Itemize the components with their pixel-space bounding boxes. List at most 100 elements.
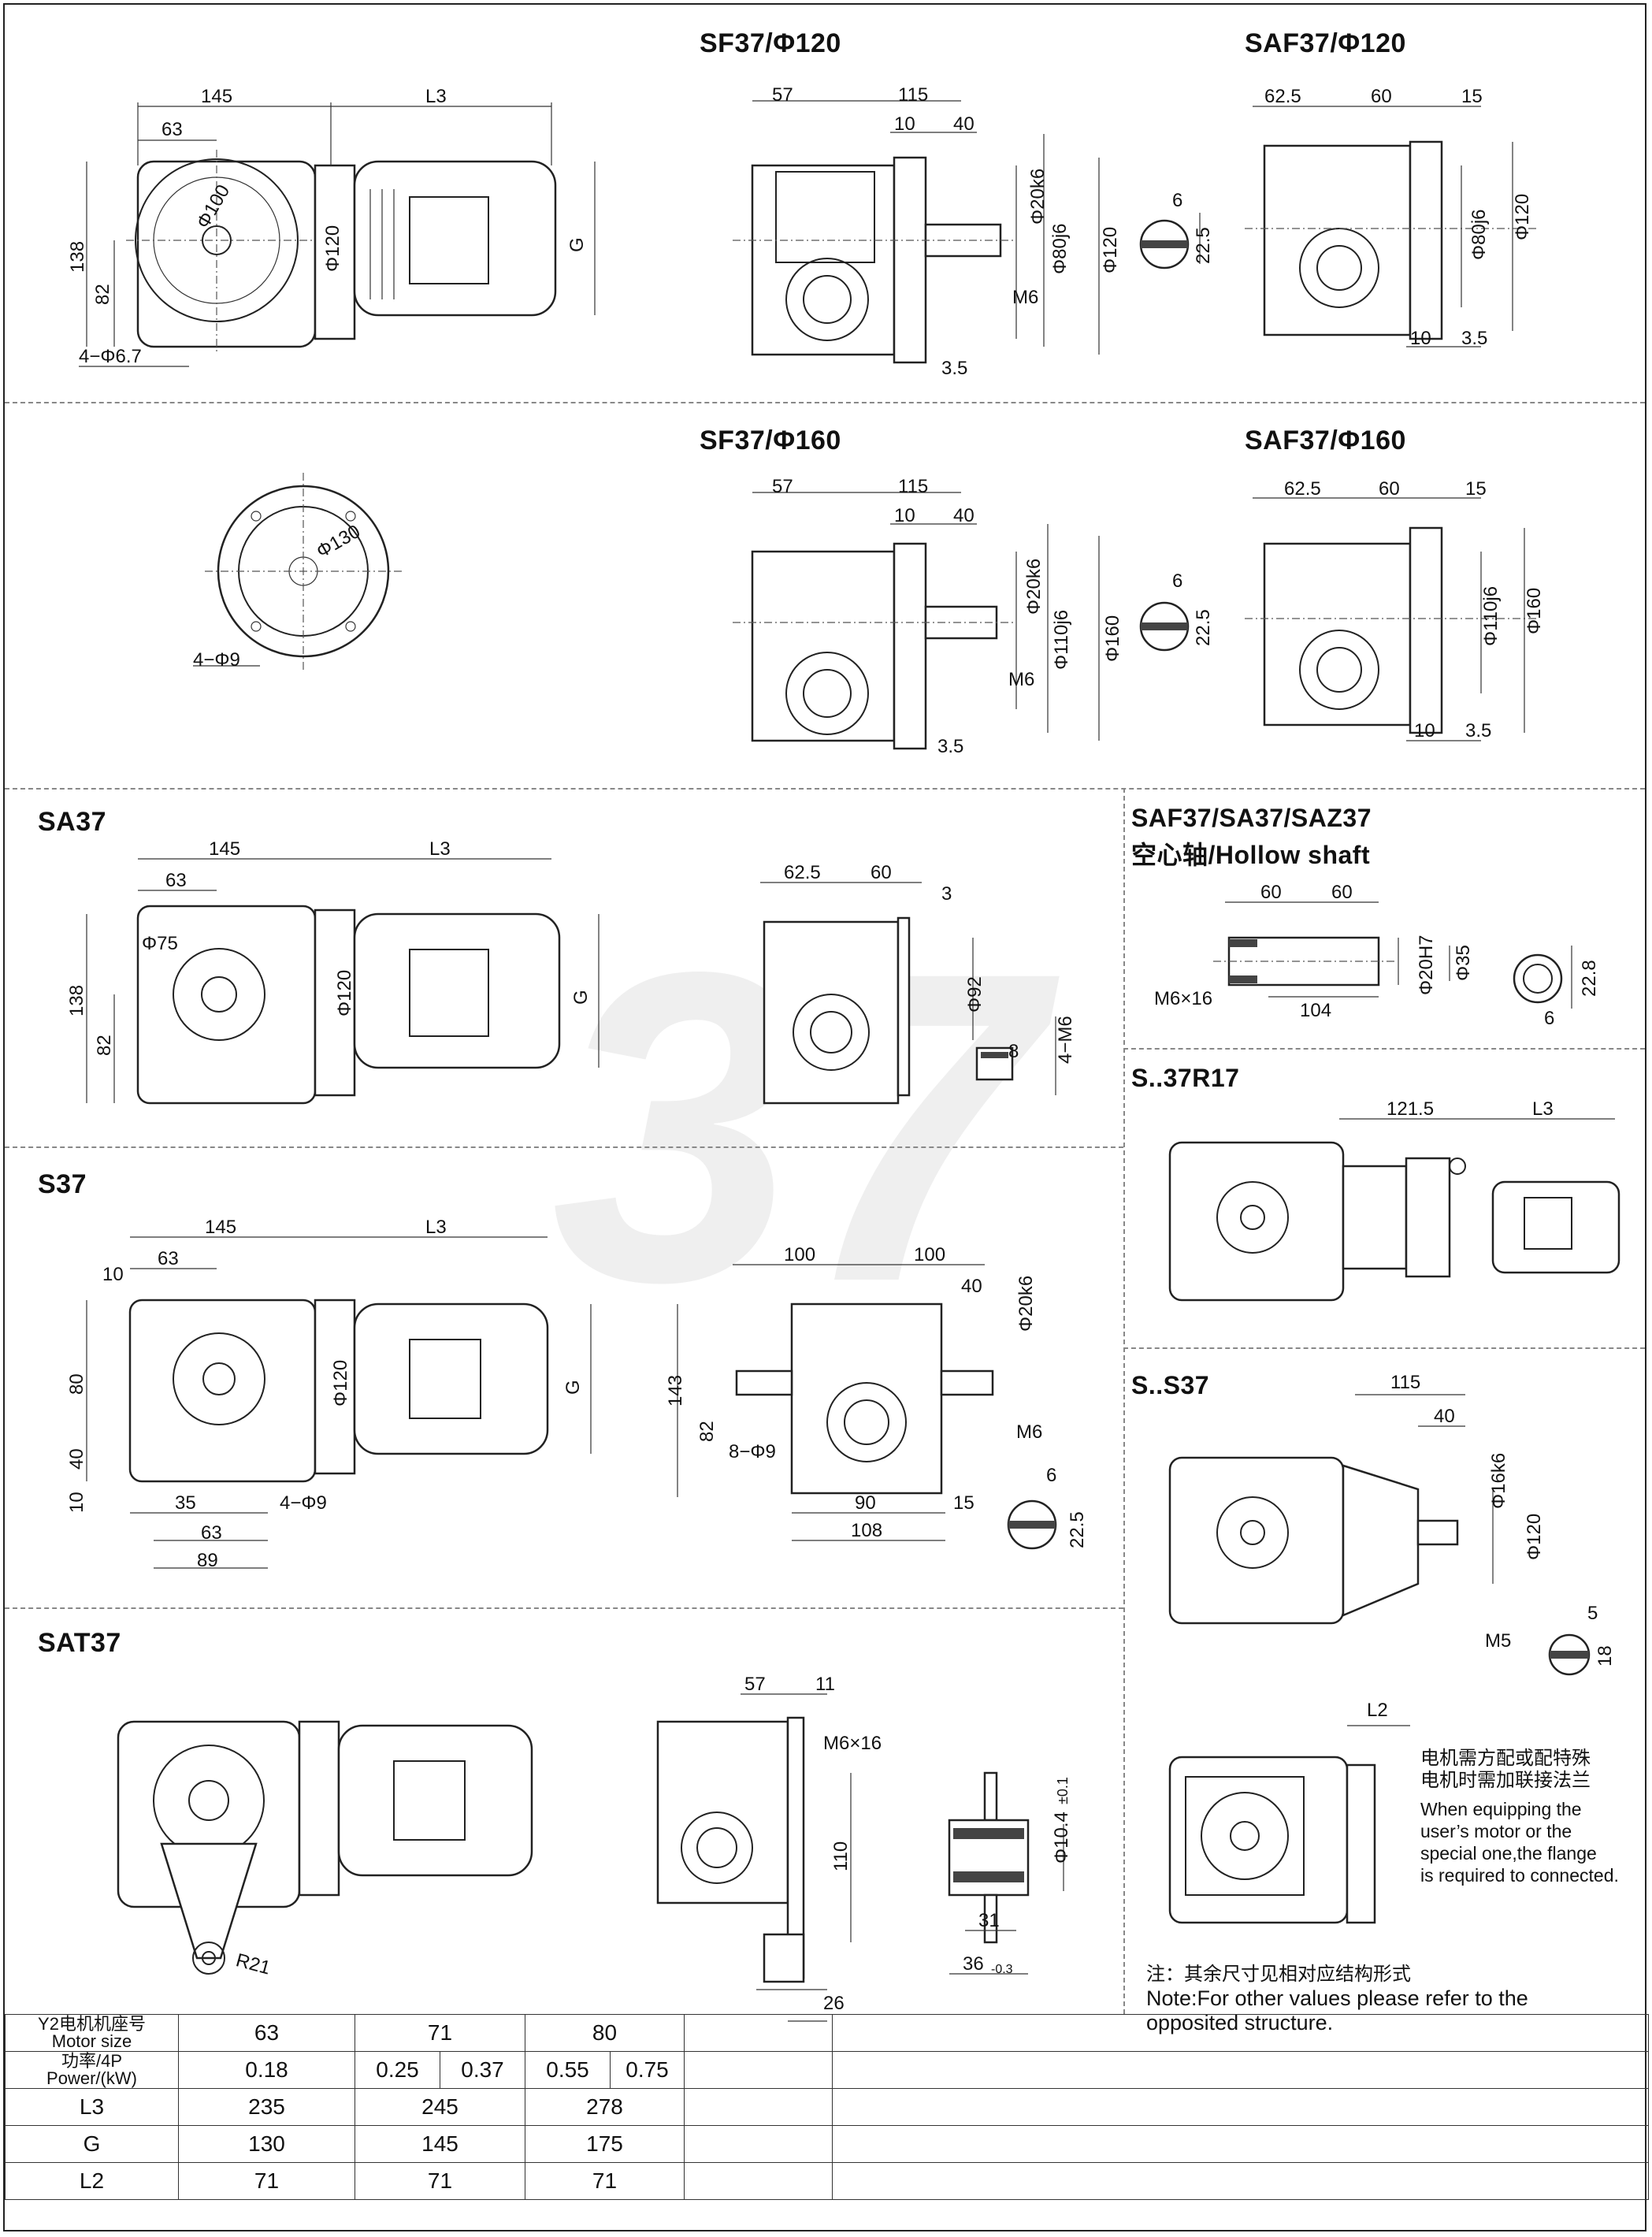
dim-phi35: Φ35 [1453,945,1474,981]
title-hollow-2: 空心轴/Hollow shaft [1131,841,1371,869]
sf160-view [733,492,1190,750]
dim-5: 5 [1587,1603,1598,1624]
dim-phi160: Φ160 [1102,615,1123,662]
dim-m6b: M6 [1008,669,1034,690]
dim-57c: 57 [744,1674,766,1695]
flange160-view [193,473,402,670]
table-row-size: Y2电机机座号 Motor size 63 71 80 [5,2014,1649,2052]
dim-phi75: Φ75 [142,933,178,954]
dim-40e: 40 [1434,1406,1455,1427]
hollow-labels: 60 60 M6×16 104 Φ20H7 Φ35 22.8 6 [1154,882,1600,1029]
title-ss37: S..S37 [1131,1371,1210,1399]
title-s37: S37 [38,1169,87,1199]
dim-10c: 10 [894,505,915,526]
empty-cell [832,2051,1649,2089]
empty-cell [684,2162,833,2200]
dim-m6x16: M6×16 [1154,988,1212,1009]
motor-note-en-3: special one,the flange [1420,1843,1597,1864]
dim-phi80j6: Φ80j6 [1049,223,1071,274]
l3-80: 278 [525,2088,685,2126]
saf160-labels: 62.5 60 15 Φ110j6 Φ160 10 3.5 [1284,478,1545,741]
dim-phi20k6b: Φ20k6 [1023,559,1045,615]
motor-note-en-2: user’s motor or the [1420,1821,1572,1841]
motor-note-en-1: When equipping the [1420,1799,1582,1819]
dim-31: 31 [978,1910,1000,1931]
dim-35: 35 [175,1492,196,1514]
dim-110: 110 [830,1841,852,1871]
dim-62.5b: 62.5 [1284,478,1321,500]
dim-4-phi9: 4−Φ9 [193,649,240,671]
dim-90: 90 [855,1492,876,1514]
power-0.55: 0.55 [525,2051,611,2089]
dim-4-phi6.7: 4−Φ6.7 [79,346,142,367]
separator-2 [5,788,1645,790]
dim-22.5b: 22.5 [1193,609,1214,646]
empty-cell [832,2088,1649,2126]
dim-82c: 82 [696,1421,718,1442]
dim-10f: 10 [66,1492,87,1513]
dim-80: 80 [66,1373,87,1395]
title-s37r17: S..37R17 [1131,1064,1240,1092]
dim-22.5c: 22.5 [1067,1511,1088,1548]
table-row-l3: L3 235 245 278 [5,2088,1649,2126]
dim-145b: 145 [209,838,240,860]
dim-phi120: Φ120 [322,225,343,272]
saf160-view [1245,497,1536,741]
dim-22.5: 22.5 [1193,227,1214,264]
dim-phi120c: Φ120 [1512,194,1533,240]
dim-60: 60 [1371,86,1392,107]
dim-40d: 40 [961,1276,982,1297]
dim-10b: 10 [1410,328,1431,349]
dim-63d: 63 [201,1522,222,1544]
bottom-note-cn: 注：其余尺寸见相对应结构形式 [1146,1964,1411,1985]
dim-4-m6: 4−M6 [1055,1016,1076,1064]
size-71: 71 [355,2014,525,2052]
dim-89: 89 [197,1550,218,1571]
dim-57b: 57 [772,476,793,497]
dim-6b: 6 [1172,570,1182,592]
title-saf37-160: SAF37/Φ160 [1245,425,1406,455]
sat37-view [117,1693,1064,2022]
dim-m6: M6 [1012,287,1038,308]
dim-121.5: 121.5 [1387,1098,1434,1120]
dim-l3c: L3 [1532,1098,1554,1120]
dim-6d: 6 [1046,1465,1056,1486]
ss37-view [1168,1394,1591,1676]
dim-63: 63 [161,119,183,140]
dim-82b: 82 [94,1035,115,1056]
dim-phi20h7: Φ20H7 [1416,935,1437,995]
dim-m6c: M6 [1016,1421,1042,1443]
power-0.18: 0.18 [178,2051,355,2089]
dim-8: 8 [1008,1041,1019,1062]
row-label-l3: L3 [5,2088,179,2126]
dim-40c: 40 [66,1448,87,1470]
sa37-view [86,858,1056,1105]
dim-15: 15 [1461,86,1483,107]
row-label-g: G [5,2125,179,2163]
dim-145: 145 [201,86,232,107]
dim-138: 138 [67,241,88,273]
separator-1 [5,402,1645,403]
row-label-l2: L2 [5,2162,179,2200]
dim-phi120e: Φ120 [330,1360,351,1406]
vseparator [1123,788,1125,2014]
dim-63b: 63 [165,870,187,891]
bottom-note: 注：其余尺寸见相对应结构形式 Note:For other values ple… [1146,1962,1528,2035]
motor-note-en: When equipping the user’s motor or the s… [1420,1798,1619,1886]
dim-m5: M5 [1485,1630,1511,1652]
r17-labels: 121.5 L3 [1387,1098,1554,1120]
dim-phi80j6b: Φ80j6 [1468,209,1490,260]
motor-note-en-4: is required to connected. [1420,1865,1619,1886]
dim-40: 40 [953,113,974,135]
dim-phi20k6: Φ20k6 [1027,169,1049,225]
empty-cell [684,2125,833,2163]
dim-36-tol: -0.3 [991,1963,1013,1976]
separator-3 [5,1146,1123,1148]
dim-gb: G [570,990,592,1005]
dim-phi20k6c: Φ20k6 [1015,1276,1037,1332]
dim-l3d: L3 [425,1217,447,1238]
g-63: 130 [178,2125,355,2163]
dim-100a: 100 [784,1244,815,1265]
dim-phi160b: Φ160 [1524,588,1545,634]
header-power-en: Power/(kW) [46,2068,137,2088]
